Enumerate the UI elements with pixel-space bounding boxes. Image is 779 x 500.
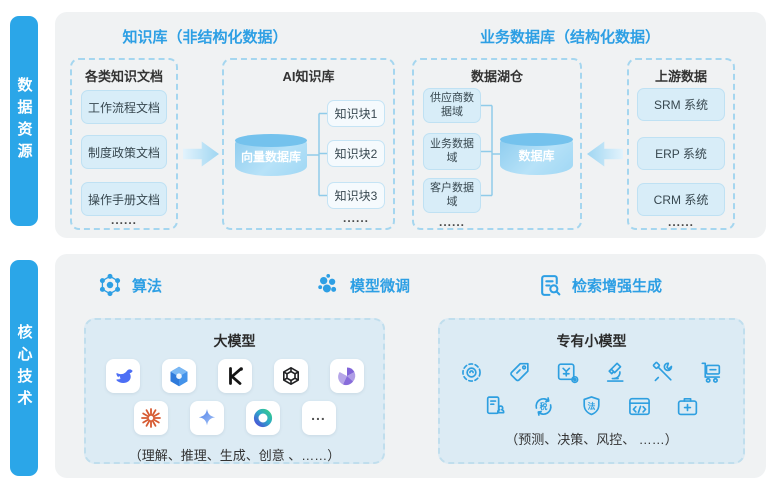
docs-box-title: 各类知识文档 (84, 69, 163, 84)
system-item: ERP 系统 (637, 137, 725, 170)
knowledge-base-header: 知识库（非结构化数据） (122, 29, 288, 46)
vector-db-cylinder-icon: 向量数据库 (235, 134, 307, 176)
more-models-ellipsis: ... (301, 401, 336, 435)
doc-item: 工作流程文档 (81, 90, 167, 124)
microscope-icon (606, 362, 624, 382)
large-model-caption: （理解、推理、生成、创意 、……） (128, 448, 341, 463)
feature-label: 模型微调 (350, 277, 411, 295)
knowledge-chunk: 知识块2 (327, 140, 385, 167)
data-lake-box-title: 数据湖仓 (470, 69, 523, 84)
docs-box (70, 58, 178, 230)
ai-kb-box-title: AI知识库 (282, 69, 335, 84)
small-model-title: 专有小模型 (556, 333, 627, 349)
business-db-header: 业务数据库（结构化数据） (479, 29, 660, 46)
arrow-right-icon (183, 141, 219, 167)
arrow-left-icon (587, 141, 623, 167)
small-model-icon-row: 税 法 (483, 394, 700, 419)
band-label-core-tech: 核心技术 (10, 260, 38, 476)
data-domain: 客户数据域 (423, 178, 481, 213)
data-domain: 业务数据域 (423, 133, 481, 170)
small-model-caption: （预测、决策、风控、 ……） (505, 432, 678, 447)
docs-more-dots: ...... (110, 213, 137, 227)
doc-item: 操作手册文档 (81, 182, 167, 216)
teal-ring-icon (245, 401, 280, 435)
upstream-box (627, 58, 735, 230)
doc-item: 制度政策文档 (81, 135, 167, 169)
trolley-icon (701, 362, 721, 383)
model-logo-row (105, 359, 364, 393)
system-item: SRM 系统 (637, 88, 725, 121)
feature-rag: 检索增强生成 (538, 270, 662, 300)
orange-starburst-icon (133, 401, 168, 435)
kimi-k-icon (217, 359, 252, 393)
medical-kit-icon (677, 397, 698, 416)
data-domain: 供应商数据域 (423, 88, 481, 123)
knowledge-chunk: 知识块3 (327, 182, 385, 209)
billing-box-icon (557, 363, 579, 384)
systems-more-dots: ...... (667, 215, 694, 229)
document-search-icon (541, 274, 561, 296)
data-lake-box (412, 58, 582, 230)
upstream-box-title: 上游数据 (654, 69, 707, 84)
small-model-box: 专有小模型 (438, 318, 745, 464)
gemini-sparkle-icon (189, 401, 224, 435)
gear-icon (462, 363, 481, 382)
chunks-more-dots: ...... (342, 211, 369, 225)
vector-db-label: 向量数据库 (240, 150, 301, 164)
data-resources-panel: 知识库（非结构化数据） 业务数据库（结构化数据） 各类知识文档 工作流程文档 制… (55, 12, 766, 238)
code-window-icon (629, 397, 650, 416)
atom-icon (99, 273, 121, 297)
tax-cycle-icon: 税 (535, 397, 552, 416)
svg-text:法: 法 (588, 401, 596, 411)
large-model-title: 大模型 (213, 333, 256, 349)
feature-label: 检索增强生成 (572, 277, 663, 295)
ai-kb-box (222, 58, 395, 230)
svg-text:税: 税 (540, 401, 548, 411)
small-model-icon-row (459, 360, 724, 385)
large-model-box: 大模型 (84, 318, 385, 464)
openai-icon (273, 359, 308, 393)
price-tag-icon (510, 362, 529, 382)
tools-icon (652, 361, 673, 382)
database-label: 数据库 (518, 149, 555, 163)
domains-more-dots: ...... (438, 215, 465, 229)
system-item: CRM 系统 (637, 183, 725, 216)
core-tech-panel: 算法 模型微调 检索增强生成 大模型 (55, 254, 766, 478)
deepseek-whale-icon (105, 359, 140, 393)
feature-algorithm: 算法 (97, 270, 162, 300)
feature-finetuning: 模型微调 (315, 270, 410, 300)
stamp-document-icon (486, 396, 505, 415)
molecule-cluster-icon (318, 274, 337, 293)
model-logo-row: ... (133, 401, 336, 435)
law-shield-icon: 法 (583, 396, 600, 416)
knowledge-chunk: 知识块1 (327, 100, 385, 127)
blue-cube-icon (161, 359, 196, 393)
purple-pinwheel-icon (329, 359, 364, 393)
database-cylinder-icon: 数据库 (500, 133, 573, 175)
band-label-data-resources: 数据资源 (10, 16, 38, 226)
feature-label: 算法 (132, 277, 163, 295)
